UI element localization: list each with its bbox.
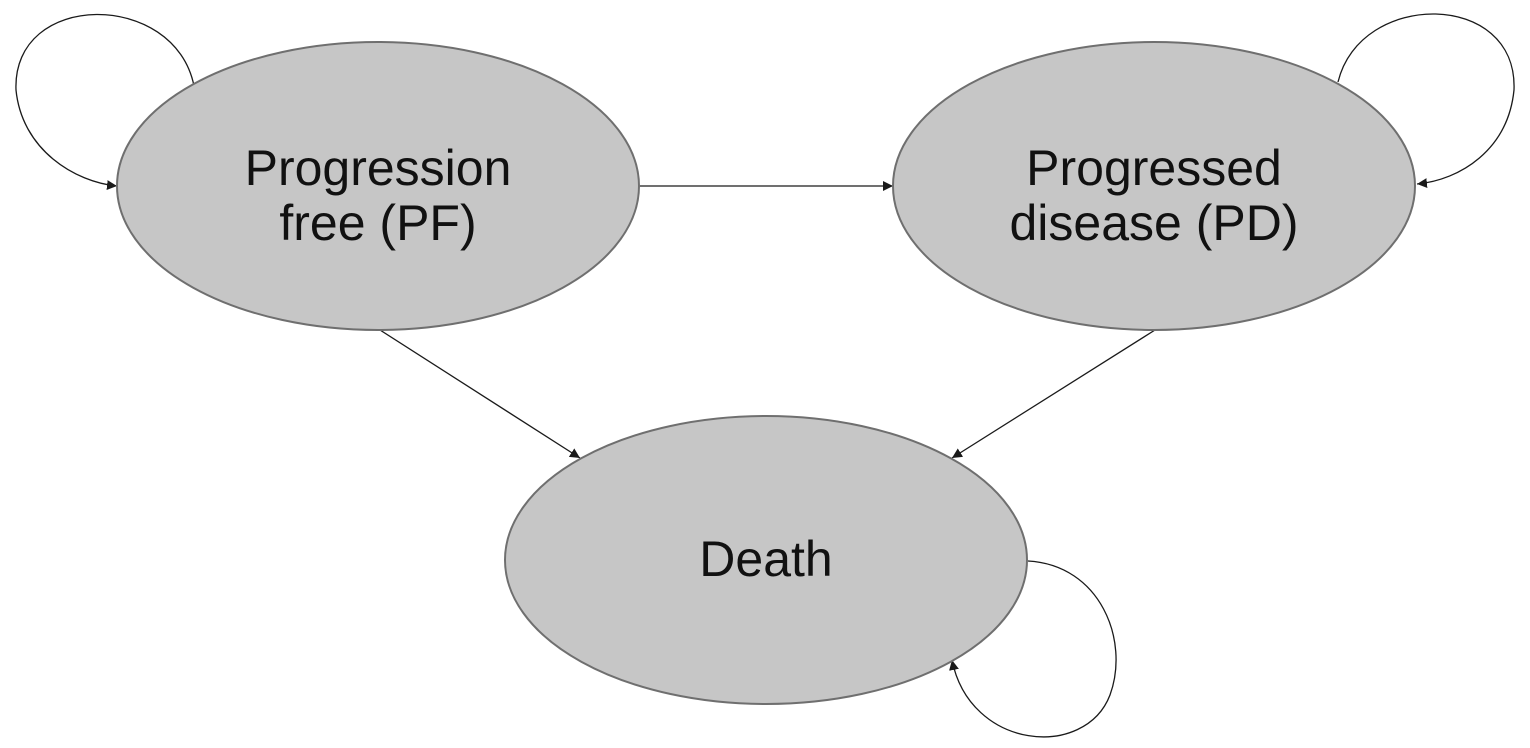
node-progressed-disease: Progressed disease (PD) — [892, 41, 1416, 331]
node-progression-free-label-line1: Progression — [245, 140, 512, 196]
node-progressed-disease-label-line2: disease (PD) — [1010, 195, 1299, 251]
node-progression-free-shape — [116, 41, 640, 331]
node-death: Death — [504, 415, 1028, 705]
node-death-shape — [504, 415, 1028, 705]
node-death-label: Death — [699, 531, 832, 587]
node-progressed-disease-label-line1: Progressed — [1026, 140, 1282, 196]
edge-pf-to-death — [379, 329, 581, 459]
edges — [15, 13, 1515, 738]
node-progressed-disease-shape — [892, 41, 1416, 331]
node-progression-free-label-line2: free (PF) — [279, 195, 476, 251]
edge-pf-self-loop — [15, 13, 195, 191]
node-progression-free: Progression free (PF) — [116, 41, 640, 331]
edge-pd-to-death — [951, 329, 1156, 459]
edge-pd-self-loop — [1337, 13, 1515, 189]
edge-death-self-loop — [949, 560, 1117, 738]
